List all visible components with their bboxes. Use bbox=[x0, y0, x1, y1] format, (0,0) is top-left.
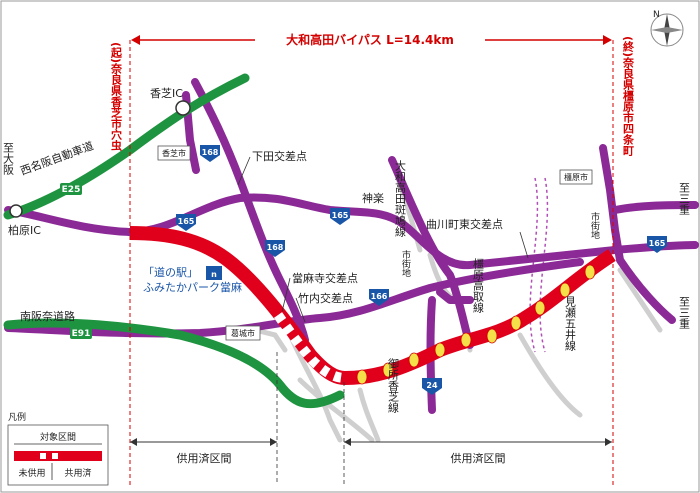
title-arrow-right-head bbox=[603, 35, 612, 45]
svg-text:E91: E91 bbox=[72, 329, 91, 339]
route-168-shield-mid: 168 bbox=[265, 240, 285, 257]
left-span-label: 供用済区間 bbox=[177, 451, 232, 465]
svg-text:E25: E25 bbox=[62, 185, 81, 195]
bypass-route bbox=[129, 226, 616, 385]
yamato-takada-line-label: 大和高田斑鳩線 bbox=[394, 159, 407, 237]
e91-badge: E91 bbox=[70, 327, 92, 339]
to-osaka-label: 至大阪 bbox=[2, 142, 15, 176]
svg-text:165: 165 bbox=[332, 211, 349, 220]
svg-text:168: 168 bbox=[267, 243, 284, 252]
michinoeki-label-1: 「道の駅」 bbox=[143, 265, 198, 279]
compass-icon: N bbox=[650, 10, 684, 47]
kashiba-city-box: 香芝市 bbox=[157, 145, 191, 161]
shigaichi-label-2: 市街地 bbox=[589, 211, 600, 239]
legend-unused-label: 未供用 bbox=[18, 467, 45, 479]
kashiwara-ic-label: 柏原IC bbox=[8, 223, 41, 237]
soganogawa-label: 曲川町東交差点 bbox=[426, 217, 503, 231]
kashihara-city-box: 橿原市 bbox=[559, 169, 593, 185]
mise-goi-line-label: 見瀬五井線 bbox=[564, 296, 577, 351]
katsuragi-city-box: 葛城市 bbox=[225, 325, 261, 341]
to-mie-bottom-label: 至三重 bbox=[678, 296, 691, 329]
route-168-shield-top: 168 bbox=[200, 145, 220, 162]
right-span-bracket bbox=[343, 382, 612, 485]
michinoeki-label-2: ふみたかパーク當麻 bbox=[143, 280, 242, 294]
legend-shared-label: 共用済 bbox=[64, 467, 91, 479]
kashiba-ic-marker bbox=[175, 100, 191, 116]
svg-text:橿原市: 橿原市 bbox=[564, 172, 588, 182]
start-label: (起)奈良県香芝市穴虫 bbox=[110, 42, 124, 152]
kamiraku-label: 神楽 bbox=[362, 191, 384, 205]
soganogawa-leader bbox=[519, 231, 529, 259]
svg-text:N: N bbox=[653, 10, 660, 20]
taimadera-leader bbox=[281, 277, 291, 313]
michinoeki-icon: n bbox=[206, 266, 222, 280]
gose-kashiba-line-label: 御所香芝線 bbox=[387, 357, 400, 413]
legend-target-label: 対象区間 bbox=[40, 431, 76, 443]
railway-line-2 bbox=[539, 177, 549, 353]
route-165-shield-right: 165 bbox=[647, 236, 667, 253]
left-span-bracket bbox=[130, 352, 278, 485]
shigaichi-label-1: 市街地 bbox=[400, 249, 411, 277]
route-165-shield-center: 165 bbox=[330, 208, 350, 225]
map-title: 大和高田バイパス L=14.4km bbox=[286, 32, 454, 47]
takenouchi-leader bbox=[295, 297, 306, 323]
svg-text:葛城市: 葛城市 bbox=[231, 328, 255, 338]
route-166-shield: 166 bbox=[369, 289, 389, 306]
bypass-markers bbox=[356, 264, 596, 385]
bypass-unused-segment bbox=[273, 312, 346, 383]
svg-text:166: 166 bbox=[371, 292, 388, 301]
right-span-label: 供用済区間 bbox=[451, 451, 506, 465]
route-165-shield-left: 165 bbox=[176, 214, 196, 231]
shimoda-leader bbox=[237, 156, 251, 186]
shimoda-label: 下田交差点 bbox=[252, 149, 307, 163]
svg-text:n: n bbox=[211, 270, 217, 279]
svg-text:香芝市: 香芝市 bbox=[162, 148, 186, 158]
svg-text:165: 165 bbox=[178, 217, 195, 226]
svg-text:168: 168 bbox=[202, 148, 219, 157]
kashiba-ic-label: 香芝IC bbox=[150, 87, 183, 100]
e25-badge: E25 bbox=[60, 183, 82, 195]
kashiwara-ic-marker bbox=[9, 204, 23, 218]
minami-hanna-label: 南阪奈道路 bbox=[20, 309, 75, 323]
svg-text:24: 24 bbox=[426, 381, 438, 390]
to-mie-top-label: 至三重 bbox=[678, 182, 691, 215]
kashihara-takatori-line-label: 橿原高取線 bbox=[472, 258, 485, 313]
railway-line bbox=[529, 177, 539, 353]
legend: 凡例 対象区間 未供用 共用済 bbox=[7, 411, 109, 486]
end-label: (終)奈良県橿原市四条町 bbox=[622, 36, 636, 157]
legend-title: 凡例 bbox=[8, 411, 26, 423]
expressways bbox=[3, 73, 345, 409]
takenouchi-label: 竹内交差点 bbox=[298, 291, 353, 305]
taimadera-label: 當麻寺交差点 bbox=[292, 271, 358, 285]
route-24-shield: 24 bbox=[422, 378, 442, 395]
svg-text:165: 165 bbox=[649, 239, 666, 248]
title-arrow-left-head bbox=[131, 35, 140, 45]
